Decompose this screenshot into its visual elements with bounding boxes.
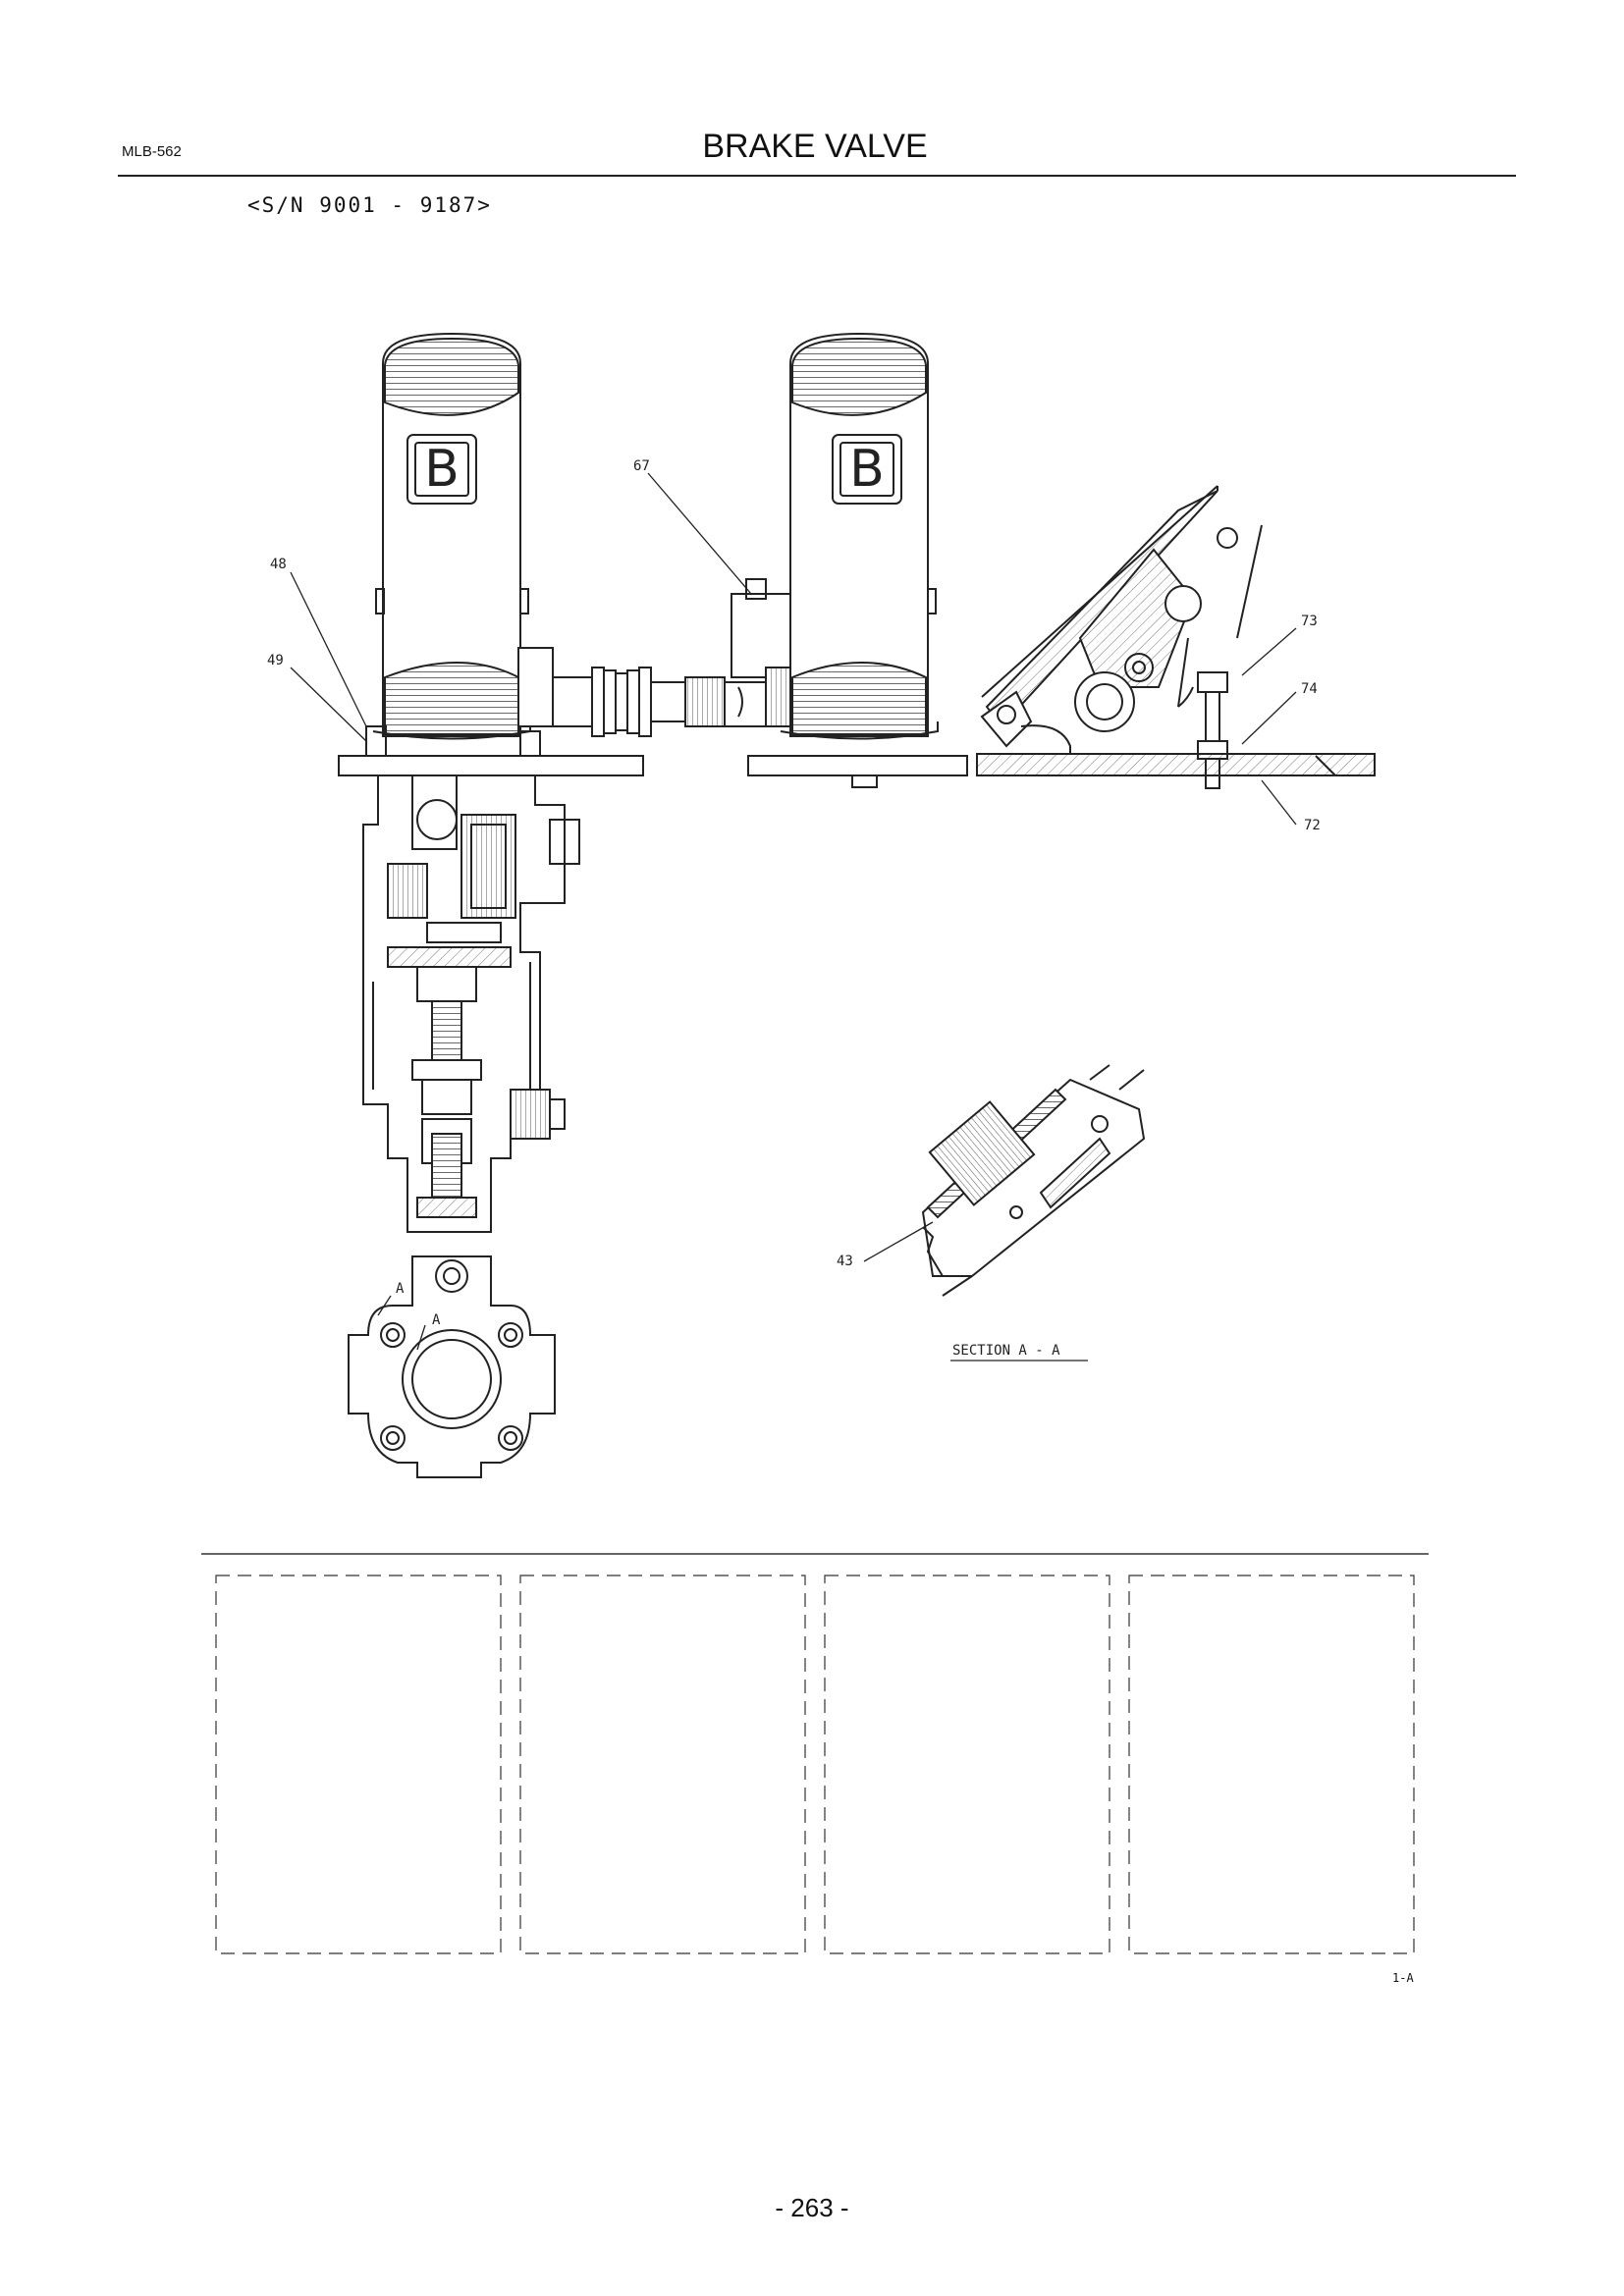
page-number: - 263 - (775, 2193, 849, 2222)
legend-box-2 (519, 1575, 806, 1954)
legend-box-4 (1128, 1575, 1415, 1954)
valve-bottom-view (348, 1255, 556, 1478)
connecting-shaft (517, 578, 791, 737)
section-a-a-detail (921, 1064, 1146, 1297)
pedal-side-view (976, 485, 1376, 789)
serial-range: <S/N 9001 - 9187> (247, 193, 492, 217)
right-base-stud (851, 774, 878, 788)
callout-43: 43 (837, 1254, 853, 1269)
callout-67: 67 (633, 458, 650, 474)
callout-49: 49 (267, 653, 284, 668)
valve-body-section (362, 774, 580, 1233)
section-label: SECTION A - A (952, 1343, 1060, 1359)
pedal-badge-left: B (424, 440, 460, 499)
legend-box-1 (215, 1575, 502, 1954)
left-bolt-head-2 (519, 730, 541, 757)
page-title: BRAKE VALVE (702, 128, 928, 165)
view-marker-a-inner: A (432, 1312, 441, 1328)
callout-48: 48 (270, 557, 287, 572)
view-marker-a-outer: A (396, 1281, 405, 1297)
left-base-plate (338, 755, 644, 776)
left-brake-pedal: B (372, 332, 531, 740)
callout-73: 73 (1301, 614, 1318, 629)
legend-boxes (215, 1575, 1415, 1954)
right-brake-pedal: B (780, 332, 939, 740)
sheet-reference: 1-A (1392, 1971, 1414, 1985)
callout-72: 72 (1304, 818, 1321, 833)
callout-74: 74 (1301, 681, 1318, 697)
header-rule (118, 175, 1516, 177)
pedal-badge-right: B (849, 440, 885, 499)
leader-lines (290, 472, 1297, 1351)
right-base-plate (747, 755, 968, 776)
document-code: MLB-562 (122, 143, 182, 160)
legend-box-3 (824, 1575, 1110, 1954)
